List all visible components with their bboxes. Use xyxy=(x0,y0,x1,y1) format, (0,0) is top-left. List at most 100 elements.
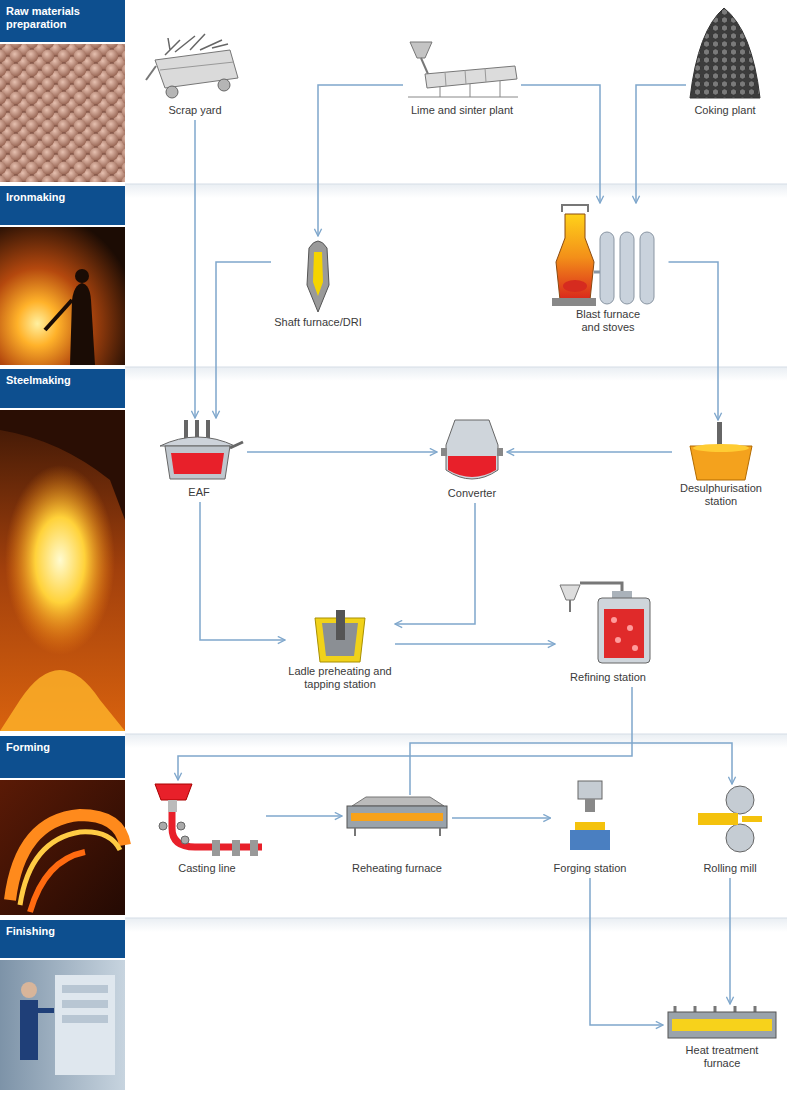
section-header: Raw materials preparation xyxy=(0,0,125,42)
lime-sinter-plant-icon xyxy=(425,66,517,88)
flow-arrow xyxy=(266,815,342,817)
row-grounds xyxy=(125,918,787,919)
process-station: EAF xyxy=(151,418,247,502)
flow-arrow xyxy=(636,85,686,203)
flow-arrow xyxy=(410,743,732,795)
row-grounds xyxy=(125,184,787,185)
converter-icon xyxy=(441,448,447,456)
finishing-photo xyxy=(0,960,125,1090)
process-station: Coking plant xyxy=(686,5,764,120)
flow-arrow xyxy=(452,817,551,819)
forming-photo xyxy=(0,780,125,915)
station-label: Heat treatment furnace xyxy=(677,1044,767,1070)
blast-furnace-icon xyxy=(620,232,634,304)
blast-furnace-icon xyxy=(640,232,654,304)
eaf-icon xyxy=(230,442,243,448)
lime-sinter-plant-icon xyxy=(421,58,428,74)
icon-space xyxy=(551,779,630,858)
flow-arrow xyxy=(590,878,663,1025)
scrap-yard-icon xyxy=(146,34,238,98)
flow-arrow xyxy=(247,451,437,453)
process-station: Ladle preheating and tapping station xyxy=(285,608,395,694)
blast-furnace-icon xyxy=(594,271,600,274)
finishing-photo xyxy=(20,1000,38,1060)
shaft-furnace-icon xyxy=(313,252,323,296)
flow-arrow xyxy=(729,878,731,1004)
eaf-icon xyxy=(171,453,224,474)
ladle-icon xyxy=(336,610,345,640)
process-station: Shaft furnace/DRI xyxy=(271,236,365,332)
casting-line-icon xyxy=(250,840,258,856)
ironmaking-photo xyxy=(70,283,95,365)
casting-line-icon xyxy=(181,836,189,844)
coking-plant-icon xyxy=(690,8,760,98)
icon-space xyxy=(271,236,365,312)
converter-icon xyxy=(497,448,503,456)
lime-sinter-plant-icon xyxy=(410,42,432,58)
process-station: Lime and sinter plant xyxy=(403,35,521,120)
icon-space xyxy=(403,35,521,100)
rolling-mill-icon xyxy=(698,813,738,825)
casting-line-icon xyxy=(159,822,167,830)
blast-furnace-icon xyxy=(556,214,594,300)
station-label: Shaft furnace/DRI xyxy=(274,316,361,329)
reheating-furnace-icon xyxy=(351,813,443,821)
reheating-furnace-icon xyxy=(347,797,447,836)
refining-station-icon xyxy=(611,617,617,623)
finishing-photo xyxy=(62,985,108,993)
coking-plant-icon xyxy=(690,8,760,98)
scrap-yard-icon xyxy=(160,62,234,70)
reheating-furnace-icon xyxy=(355,828,440,836)
casting-line-icon xyxy=(155,784,262,856)
row-grounds xyxy=(125,184,787,198)
station-label: Scrap yard xyxy=(168,104,221,117)
forming-photo xyxy=(0,780,125,915)
eaf-icon xyxy=(160,437,235,446)
section-title: Steelmaking xyxy=(6,374,119,387)
process-station: Refining station xyxy=(555,575,661,687)
converter-icon xyxy=(441,420,503,479)
row-grounds xyxy=(125,184,787,932)
station-label: Rolling mill xyxy=(703,862,756,875)
process-station: Desulphurisation station xyxy=(672,420,770,511)
blast-furnace-icon xyxy=(600,232,614,304)
flow-arrow xyxy=(521,85,600,203)
section-header: Finishing xyxy=(0,920,125,958)
casting-line-icon xyxy=(212,840,220,856)
icon-space xyxy=(691,784,769,858)
steelmaking-photo xyxy=(0,410,125,731)
casting-line-icon xyxy=(177,822,185,830)
section-title: Finishing xyxy=(6,925,119,938)
ironmaking-photo xyxy=(0,227,125,365)
forging-station-icon xyxy=(570,781,610,850)
heat-treatment-furnace-icon xyxy=(668,1012,776,1038)
flow-arrow xyxy=(669,262,719,420)
rolling-mill-icon xyxy=(726,786,754,814)
refining-station-icon xyxy=(604,609,644,658)
ironmaking-photo xyxy=(0,227,125,365)
icon-space xyxy=(555,575,661,667)
lime-sinter-plant-icon xyxy=(408,42,518,97)
ironmaking-photo xyxy=(75,269,89,283)
flow-arrow xyxy=(318,85,403,236)
lime-sinter-plant-icon xyxy=(408,81,518,97)
icon-space xyxy=(663,1004,781,1044)
icon-space xyxy=(146,28,244,100)
section-title: Raw materials preparation xyxy=(6,5,119,31)
section-header: Steelmaking xyxy=(0,369,125,408)
station-label: Coking plant xyxy=(694,104,755,117)
blast-furnace-icon xyxy=(562,205,588,212)
finishing-photo xyxy=(0,960,125,1090)
refining-station-icon xyxy=(598,598,650,663)
finishing-photo xyxy=(62,1015,108,1023)
scrap-yard-icon xyxy=(218,79,230,91)
flow-arrow xyxy=(507,451,672,453)
process-station: Heat treatment furnace xyxy=(663,1004,781,1073)
row-grounds xyxy=(125,918,787,932)
converter-icon xyxy=(446,420,498,479)
desulphurisation-icon xyxy=(690,422,752,480)
shaft-furnace-icon xyxy=(307,241,329,312)
refining-station-icon xyxy=(632,645,638,651)
row-grounds xyxy=(125,734,787,735)
